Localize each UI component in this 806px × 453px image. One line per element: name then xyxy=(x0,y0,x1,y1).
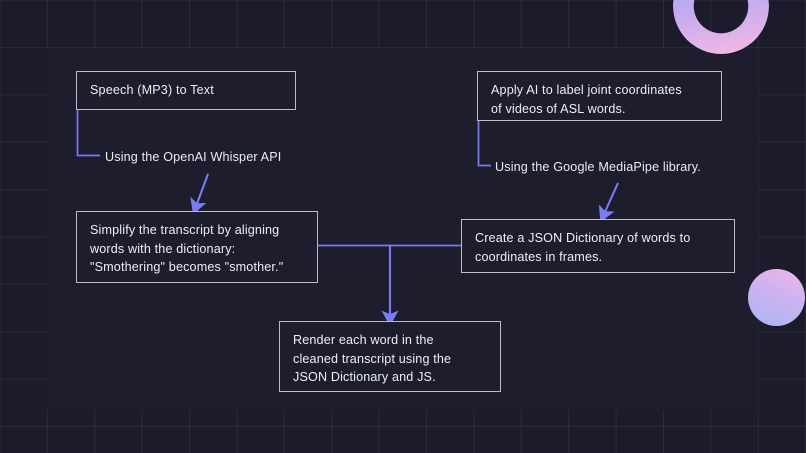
node-create-json-line-0: Create a JSON Dictionary of words to xyxy=(475,231,691,245)
node-speech-line-0: Speech (MP3) to Text xyxy=(90,83,214,97)
circle-shape xyxy=(748,269,805,326)
node-speech-to-text[interactable]: Speech (MP3) to Text xyxy=(76,71,296,110)
node-apply-ai[interactable]: Apply AI to label joint coordinates of v… xyxy=(477,71,722,121)
node-render-line-0: Render each word in the xyxy=(293,333,434,347)
node-simplify-line-2: "Smothering" becomes "smother." xyxy=(90,260,284,275)
node-create-json-dictionary[interactable]: Create a JSON Dictionary of words to coo… xyxy=(461,219,735,273)
node-simplify-transcript[interactable]: Simplify the transcript by aligning word… xyxy=(76,211,318,283)
node-render-line-2: JSON Dictionary and JS. xyxy=(293,370,436,385)
node-apply-ai-line-1: of videos of ASL words. xyxy=(491,101,626,116)
node-create-json-line-1: coordinates in frames. xyxy=(475,249,603,264)
node-apply-ai-line-0: Apply AI to label joint coordinates xyxy=(491,83,682,97)
node-simplify-line-0: Simplify the transcript by aligning xyxy=(90,223,280,237)
node-render-line-1: cleaned transcript using the xyxy=(293,351,452,366)
caption-whisper-api: Using the OpenAI Whisper API xyxy=(105,150,282,164)
node-render-each-word[interactable]: Render each word in the cleaned transcri… xyxy=(279,321,501,392)
node-simplify-line-1: words with the dictionary: xyxy=(90,241,236,256)
caption-mediapipe-library: Using the Google MediaPipe library. xyxy=(495,160,701,174)
